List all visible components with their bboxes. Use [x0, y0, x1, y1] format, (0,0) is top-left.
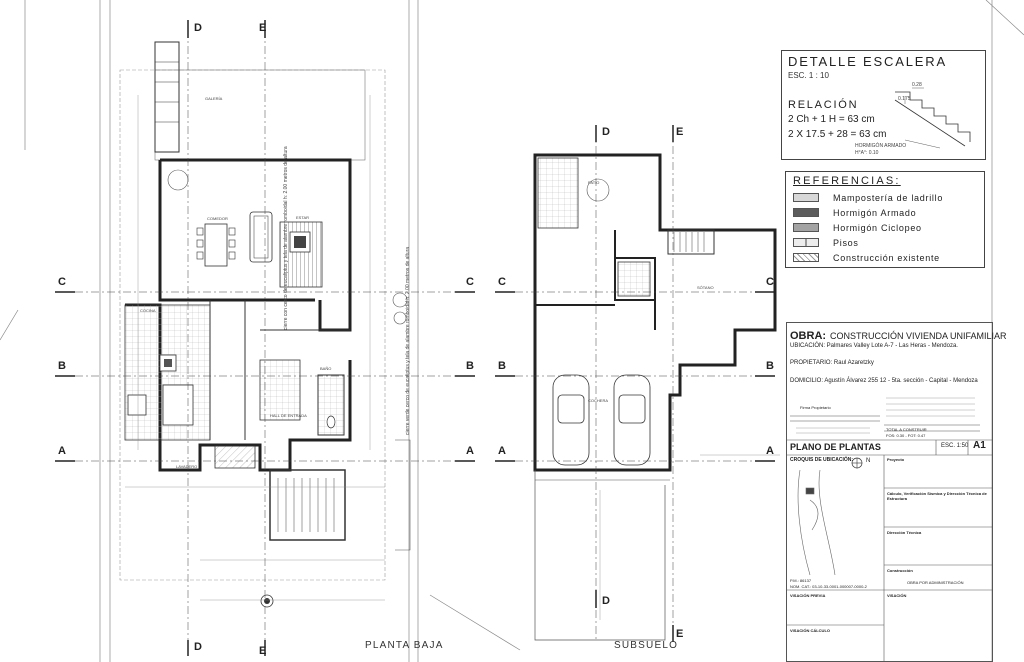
reference-swatch [793, 208, 819, 217]
room-lavadero: LAVADERO [176, 464, 198, 469]
side-note-left: cierre con cerco de eucaliptus y tela de… [283, 146, 289, 330]
subsuelo-plan [533, 153, 780, 641]
section-e-top: E [259, 22, 267, 34]
north-arrow-icon [851, 457, 863, 469]
reference-item: Construcción existente [793, 251, 940, 264]
room-estar: ESTAR [296, 215, 310, 220]
nomenclatura-text: NOM. CAT.: 03-10-33-0001-000007-0000-2 [790, 584, 867, 589]
visacion-previa-label: VISACIÓN PREVIA [790, 593, 826, 598]
croquis-label: CROQUIS DE UBICACIÓN: [790, 457, 854, 463]
room-patio: PATIO [588, 180, 600, 185]
plano-title: PLANO DE PLANTAS [790, 442, 881, 452]
proyecto-label: Proyecto [887, 457, 905, 462]
reference-item: Hormigón Armado [793, 206, 916, 219]
calculo-label: Cálculo, Verificación Sísmica y Direcció… [887, 491, 987, 501]
room-bano: BAÑO [320, 366, 332, 371]
section-a-right: A [766, 445, 774, 457]
planta-baja-plan [119, 41, 411, 608]
section-b-left: B [58, 360, 66, 372]
section-c-mid-right: C [498, 276, 506, 288]
direccion-tecnica-label: Dirección Técnica [887, 530, 922, 535]
stair-detail-scale: ESC. 1 : 10 [788, 71, 829, 80]
car-icons [552, 374, 651, 466]
section-d-bottom: D [194, 641, 202, 653]
room-cochera: COCHERA [588, 398, 609, 403]
section-b-mid-left: B [466, 360, 474, 372]
reference-swatch [793, 238, 819, 247]
room-cocina: COCINA [140, 308, 156, 313]
section-a-left: A [58, 445, 66, 457]
side-note-right: cierre verde cerco de eucaliptus y tela … [405, 246, 411, 435]
subsuelo-label: SUBSUELO [614, 640, 679, 651]
north-label: N [866, 458, 871, 464]
fos-fot: FOS: 0.30 - FOT: 0.47 [886, 433, 926, 438]
padron-text: P.M.: 86137 [790, 578, 812, 583]
reference-label: Construcción existente [833, 252, 940, 263]
stair-dim-riser: 0.175 [898, 96, 911, 102]
stair-note-1: HORMIGÓN ARMADO [855, 143, 907, 149]
reference-label: Hormigón Armado [833, 207, 917, 218]
section-e-bottom: E [259, 645, 267, 657]
section-c-left: C [58, 276, 66, 288]
stair-note-2: H°A°: 0.10 [855, 150, 879, 156]
total-construir: TOTAL A CONSTRUIR [886, 427, 927, 432]
propietario-text: PROPIETARIO: Raul Azaretzky [790, 360, 874, 366]
reference-item: Hormigón Ciclopeo [793, 221, 922, 234]
section-e-sub-top: E [676, 126, 684, 138]
section-e-sub-bottom: E [676, 628, 684, 640]
relation-title: RELACIÓN [788, 99, 859, 111]
section-d-top: D [194, 22, 202, 34]
reference-swatch [793, 253, 819, 262]
section-a-mid-left: A [466, 445, 474, 457]
stair-profile-drawing [894, 87, 971, 149]
firma-propietario: Firma Propietario [800, 405, 831, 410]
section-b-right: B [766, 360, 774, 372]
reference-label: Pisos [833, 237, 859, 248]
reference-item: Mampostería de ladrillo [793, 191, 943, 204]
reference-label: Hormigón Ciclopeo [833, 222, 922, 233]
planta-baja-label: PLANTA BAJA [365, 640, 444, 651]
domicilio-text: DOMICILIO: Agustín Álvarez 255 12 - 5ta.… [790, 378, 978, 384]
section-d-sub-top: D [602, 126, 610, 138]
references-box [785, 171, 985, 268]
room-hall: HALL DE ENTRADA [270, 413, 307, 418]
sheet-number: A1 [973, 440, 986, 451]
section-c-mid-left: C [466, 276, 474, 288]
obra-label: OBRA: [790, 330, 827, 342]
reference-label: Mampostería de ladrillo [833, 192, 944, 203]
location-sketch [797, 469, 836, 576]
room-sotano: SÓTANO [697, 285, 714, 290]
stair-detail-box [781, 50, 986, 160]
visacion-calculo-label: VISACIÓN CÁLCULO [790, 628, 830, 633]
references-title: REFERENCIAS: [793, 175, 901, 187]
plano-scale: ESC. 1:50 [941, 443, 969, 449]
reference-item: Pisos [793, 236, 859, 249]
section-d-sub-bottom: D [602, 595, 610, 607]
visacion-label: VISACIÓN [887, 593, 907, 598]
relation-formula-2: 2 X 17.5 + 28 = 63 cm [788, 129, 887, 140]
section-lines [75, 30, 775, 640]
title-block-grid [786, 415, 993, 662]
section-a-mid-right: A [498, 445, 506, 457]
stair-dim-tread: 0.28 [912, 82, 922, 88]
section-b-mid-right: B [498, 360, 506, 372]
section-c-right: C [766, 276, 774, 288]
room-galeria: GALERÍA [205, 96, 223, 101]
relation-formula-1: 2 Ch + 1 H = 63 cm [788, 114, 875, 125]
ubicacion-text: UBICACIÓN: Palmares Valley Lote A-7 - La… [790, 343, 958, 349]
obra-value: CONSTRUCCIÓN VIVIENDA UNIFAMILIAR [830, 331, 1007, 341]
stair-detail-title: DETALLE ESCALERA [788, 54, 947, 69]
reference-swatch [793, 223, 819, 232]
administracion-text: OBRA POR ADMINISTRACIÓN [907, 580, 964, 585]
construccion-label: Construcción [887, 568, 913, 573]
room-comedor: COMEDOR [207, 216, 228, 221]
reference-swatch [793, 193, 819, 202]
